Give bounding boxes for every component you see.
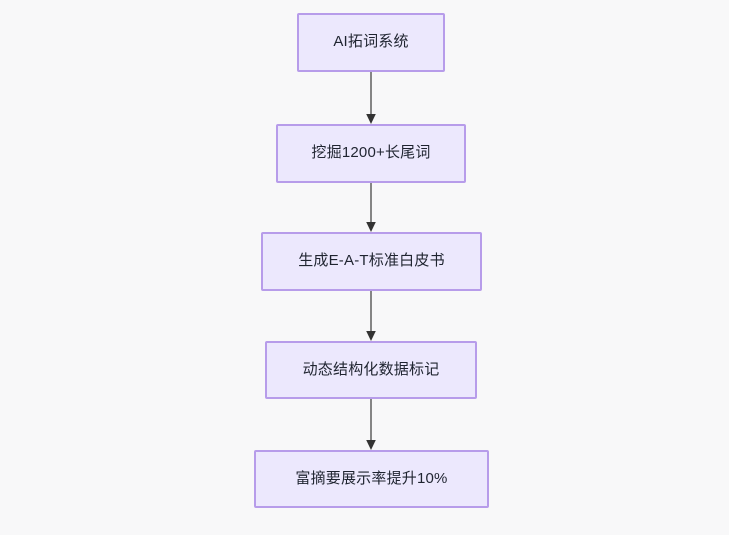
edge-n3-n4 bbox=[366, 291, 376, 341]
flow-node-rich-snippet-impression-lift[interactable]: 富摘要展示率提升10% bbox=[254, 450, 489, 508]
edge-n4-n5 bbox=[366, 399, 376, 450]
edge-n1-n2 bbox=[366, 72, 376, 124]
edge-n2-n3 bbox=[366, 183, 376, 232]
flow-node-label: AI拓词系统 bbox=[333, 33, 409, 51]
flow-node-label: 生成E-A-T标准白皮书 bbox=[298, 252, 445, 270]
flow-node-dynamic-structured-data-markup[interactable]: 动态结构化数据标记 bbox=[265, 341, 477, 399]
flow-node-mine-longtail-keywords[interactable]: 挖掘1200+长尾词 bbox=[276, 124, 466, 183]
flow-node-label: 挖掘1200+长尾词 bbox=[311, 144, 431, 162]
flow-node-ai-keyword-system[interactable]: AI拓词系统 bbox=[297, 13, 445, 72]
flow-node-label: 富摘要展示率提升10% bbox=[295, 469, 448, 487]
flow-node-generate-eat-whitepaper[interactable]: 生成E-A-T标准白皮书 bbox=[261, 232, 482, 291]
flow-node-label: 动态结构化数据标记 bbox=[302, 360, 440, 378]
